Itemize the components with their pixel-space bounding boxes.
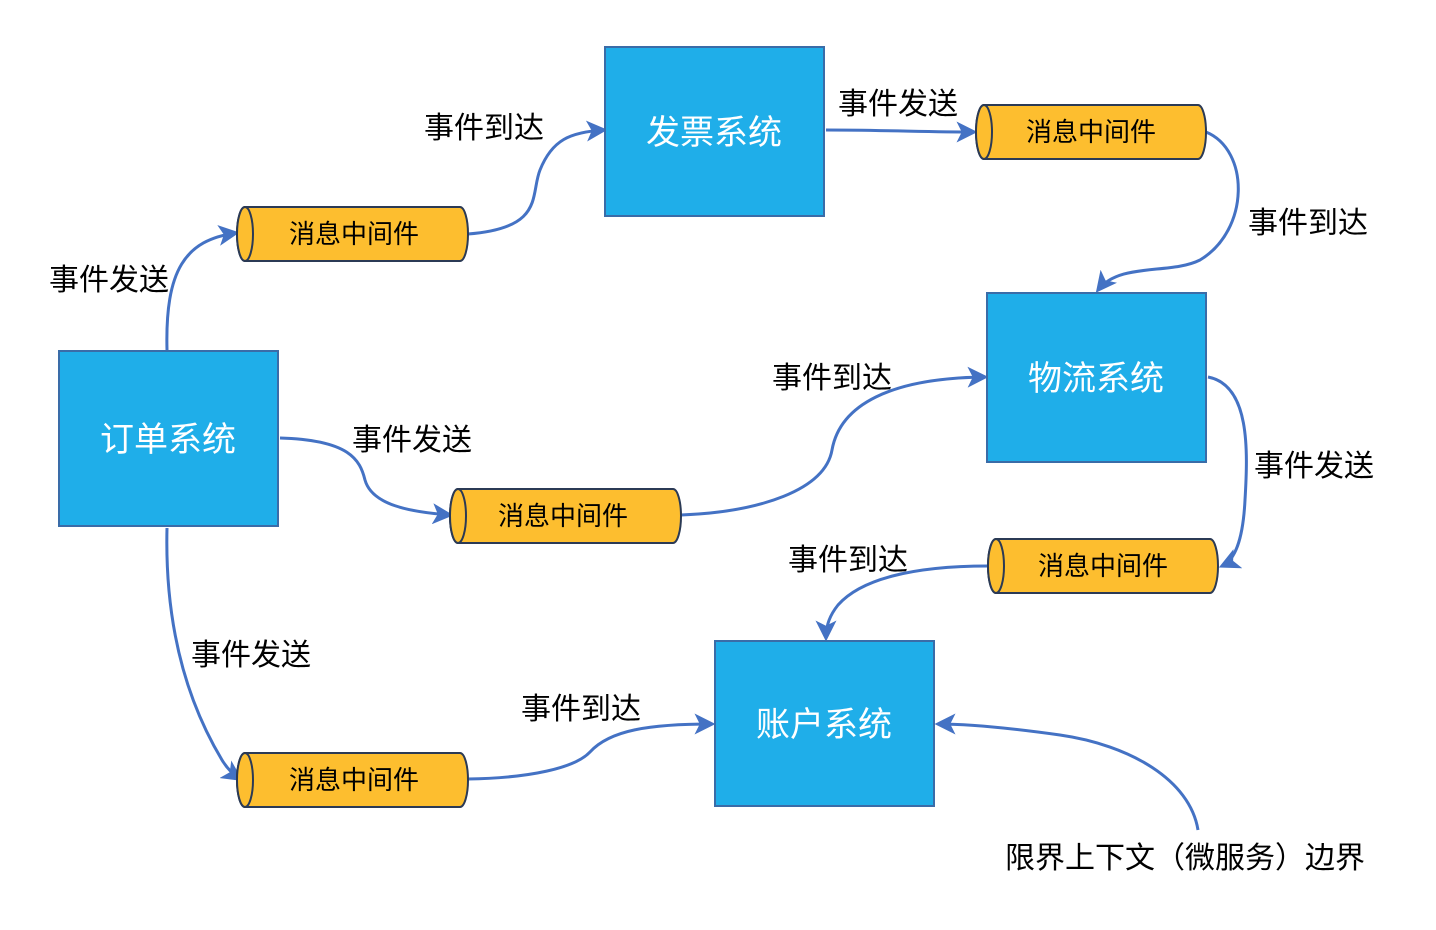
event-label-account-arrive-2: 事件到达 xyxy=(521,692,641,727)
event-label-invoice-arrive: 事件到达 xyxy=(424,111,544,146)
account-system-label: 账户系统 xyxy=(756,705,892,745)
message-queue-5-label: 消息中间件 xyxy=(289,766,419,796)
edge-invoice-to-queue2 xyxy=(825,121,978,143)
message-queue-3: 消息中间件 xyxy=(449,488,682,544)
event-label-logistics-send: 事件发送 xyxy=(1254,449,1374,484)
event-label-order-send-2: 事件发送 xyxy=(352,423,472,458)
logistics-system-label: 物流系统 xyxy=(1028,359,1164,399)
edge-queue5-to-account xyxy=(467,713,716,781)
message-queue-2: 消息中间件 xyxy=(975,104,1207,160)
message-queue-3-label: 消息中间件 xyxy=(498,502,628,532)
edge-queue3-to-logistics xyxy=(680,366,989,517)
invoice-system-box: 发票系统 xyxy=(604,46,825,217)
event-label-order-send-1: 事件发送 xyxy=(49,263,169,298)
edge-order-to-queue5 xyxy=(165,527,243,781)
edge-queue1-to-invoice xyxy=(467,120,608,236)
event-label-account-arrive-1: 事件到达 xyxy=(788,543,908,578)
edge-logistics-to-queue4 xyxy=(1207,375,1248,569)
order-system-box: 订单系统 xyxy=(58,350,279,527)
message-queue-4-label: 消息中间件 xyxy=(1038,552,1168,582)
edge-order-to-queue3 xyxy=(279,436,454,525)
order-system-label: 订单系统 xyxy=(100,420,236,460)
edge-queue4-to-account xyxy=(815,564,989,642)
message-queue-5: 消息中间件 xyxy=(236,752,469,808)
event-label-logistics-arrive-2: 事件到达 xyxy=(772,361,892,396)
account-system-box: 账户系统 xyxy=(714,640,935,807)
event-label-logistics-arrive-1: 事件到达 xyxy=(1248,206,1368,241)
edge-queue2-to-logistics xyxy=(1095,130,1240,293)
event-label-order-send-3: 事件发送 xyxy=(191,638,311,673)
message-queue-4: 消息中间件 xyxy=(987,538,1219,594)
message-queue-1-label: 消息中间件 xyxy=(289,220,419,250)
event-label-invoice-send: 事件发送 xyxy=(838,87,958,122)
message-queue-2-label: 消息中间件 xyxy=(1026,118,1156,148)
invoice-system-label: 发票系统 xyxy=(646,113,782,153)
message-queue-1: 消息中间件 xyxy=(236,206,469,262)
logistics-system-box: 物流系统 xyxy=(986,292,1207,463)
edge-boundary-to-account xyxy=(934,713,1200,831)
edge-order-to-queue1 xyxy=(165,224,240,351)
boundary-note: 限界上下文（微服务）边界 xyxy=(1005,841,1365,876)
